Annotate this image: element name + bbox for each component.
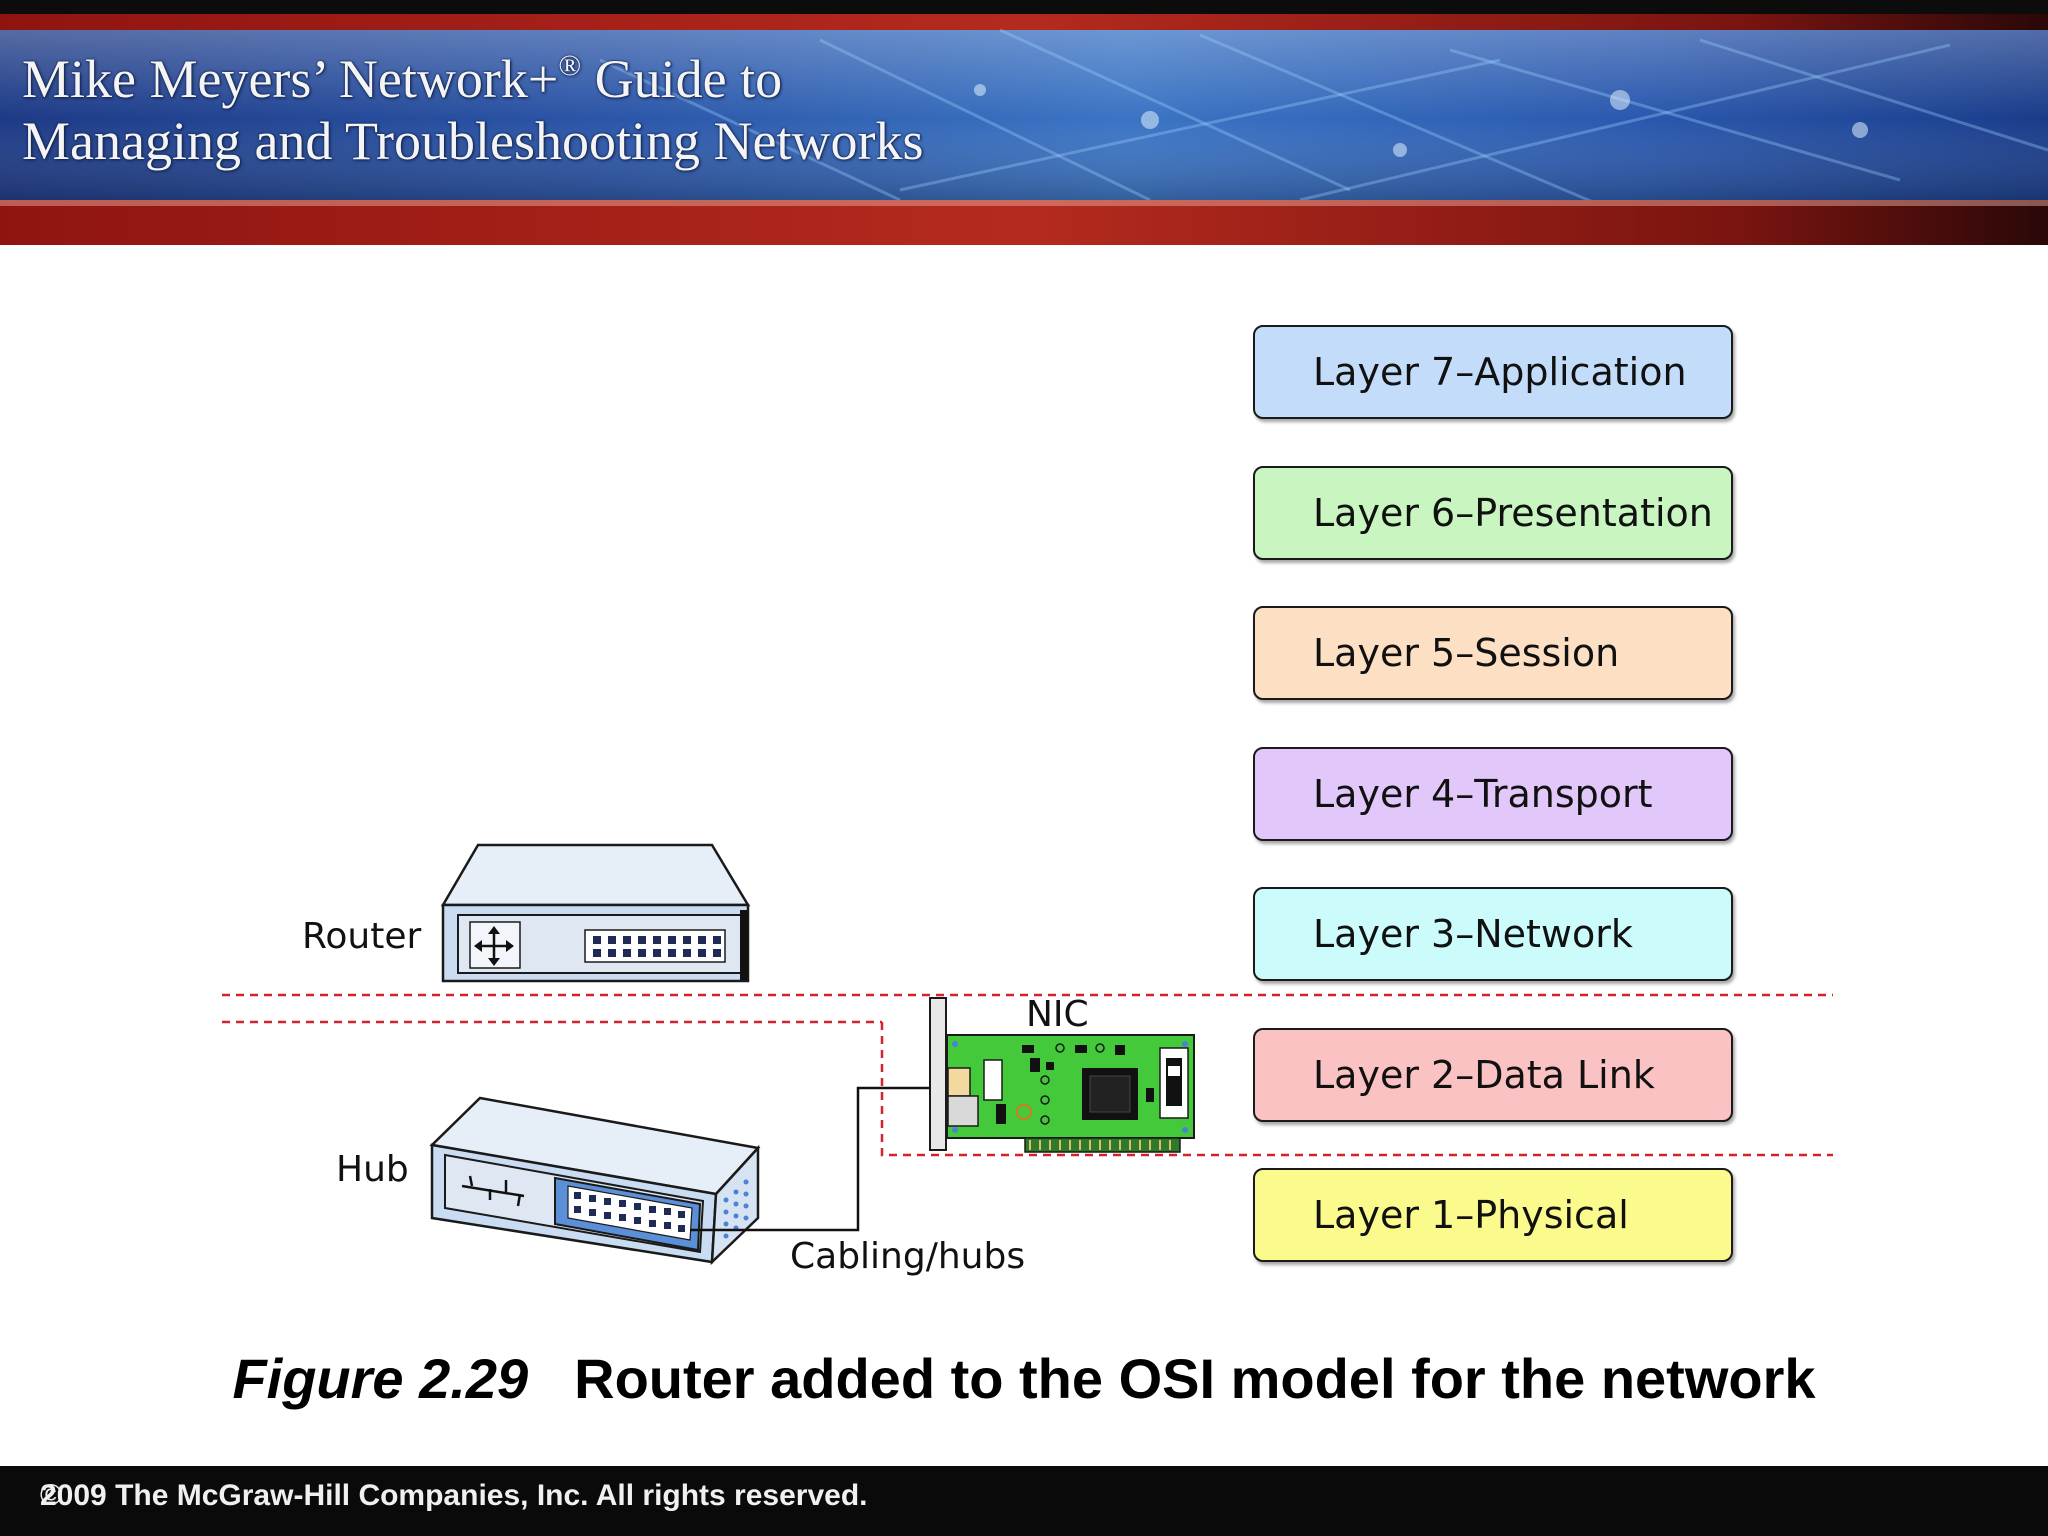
cabling-label: Cabling/hubs	[790, 1236, 1026, 1277]
nic-label: NIC	[1026, 994, 1089, 1035]
header-title-line-1: Mike Meyers’ Network+® Guide to	[22, 48, 1322, 110]
osi-layer-label: Layer 1–Physical	[1313, 1193, 1629, 1237]
header-title-part: Mike Meyers’ Network+	[22, 49, 559, 109]
figure-caption-text: Router added to the OSI model for the ne…	[574, 1347, 1816, 1410]
hub-icon	[429, 1096, 761, 1266]
header-banner: Mike Meyers’ Network+® Guide to Managing…	[0, 0, 2048, 245]
osi-layer-label: Layer 3–Network	[1313, 912, 1633, 956]
osi-layer-label: Layer 2–Data Link	[1313, 1053, 1655, 1097]
copyright-icon: ©	[40, 1479, 63, 1512]
network-cable	[690, 1086, 950, 1232]
osi-layer-7: Layer 7–Application	[1253, 325, 1733, 419]
osi-layer-6: Layer 6–Presentation	[1253, 466, 1733, 560]
header-title-line-2: Managing and Troubleshooting Networks	[22, 111, 924, 171]
header-title: Mike Meyers’ Network+® Guide to Managing…	[22, 48, 1322, 172]
osi-layer-3: Layer 3–Network	[1253, 887, 1733, 981]
osi-layer-label: Layer 5–Session	[1313, 631, 1620, 675]
osi-layer-label: Layer 6–Presentation	[1313, 491, 1713, 535]
osi-layer-label: Layer 7–Application	[1313, 350, 1687, 394]
osi-layer-2: Layer 2–Data Link	[1253, 1028, 1733, 1122]
figure-number: Figure 2.29	[232, 1347, 529, 1410]
divider-layer1-layer2	[880, 1022, 1833, 1157]
hub-label: Hub	[336, 1149, 409, 1190]
osi-layer-1: Layer 1–Physical	[1253, 1168, 1733, 1262]
footer-bar: ©2009 The McGraw-Hill Companies, Inc. Al…	[0, 1466, 2048, 1536]
osi-layer-5: Layer 5–Session	[1253, 606, 1733, 700]
router-label: Router	[302, 916, 422, 957]
osi-layer-label: Layer 4–Transport	[1313, 772, 1653, 816]
router-icon	[440, 843, 751, 983]
nic-card-icon	[929, 997, 1195, 1153]
layer-divider-lines	[222, 993, 1833, 1157]
header-title-part: Guide to	[581, 49, 783, 109]
header-background	[0, 0, 2048, 245]
osi-layer-4: Layer 4–Transport	[1253, 747, 1733, 841]
figure-caption: Figure 2.29 Router added to the OSI model…	[0, 1346, 2048, 1411]
registered-mark: ®	[558, 49, 582, 82]
copyright-text: 2009 The McGraw-Hill Companies, Inc. All…	[40, 1479, 868, 1512]
